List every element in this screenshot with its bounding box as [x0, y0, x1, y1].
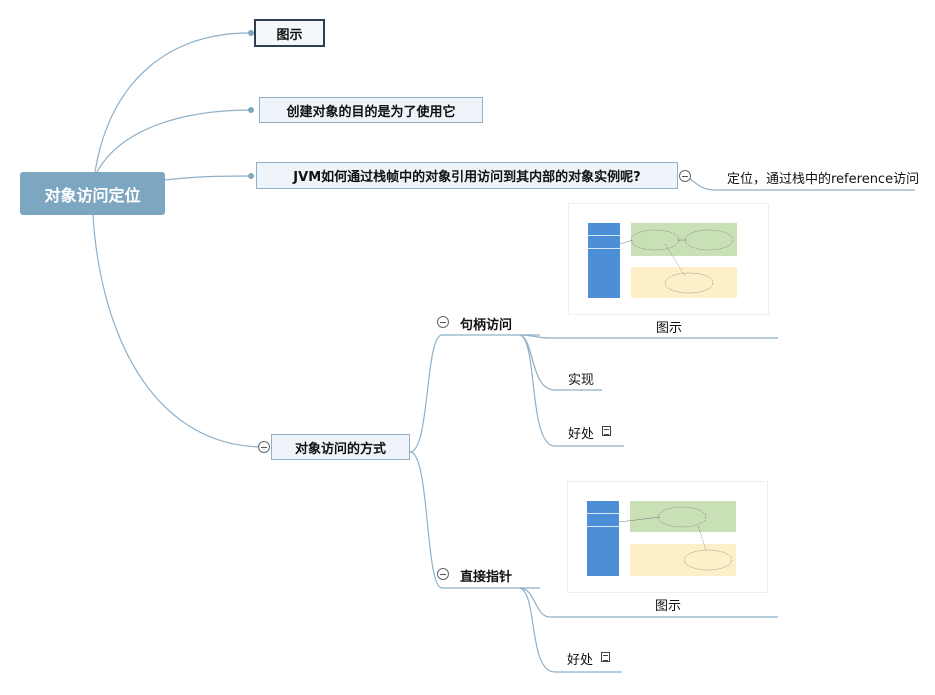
- direct-benefit-note-icon[interactable]: [601, 652, 610, 662]
- handle-figure-image: [568, 203, 769, 315]
- question-answer: 定位，通过栈中的reference访问: [727, 172, 920, 187]
- handle-access-node[interactable]: 句柄访问: [460, 318, 513, 333]
- question-label: JVM如何通过栈帧中的对象引用访问到其内部的对象实例呢?: [293, 170, 641, 185]
- question-node[interactable]: JVM如何通过栈帧中的对象引用访问到其内部的对象实例呢?: [256, 162, 678, 189]
- root-node[interactable]: 对象访问定位: [20, 172, 165, 215]
- question-collapse-icon[interactable]: [679, 170, 691, 182]
- handle-impl-node[interactable]: 实现: [568, 373, 595, 388]
- direct-pointer-node[interactable]: 直接指针: [460, 570, 513, 585]
- methods-label: 对象访问的方式: [294, 441, 386, 457]
- direct-figure-image: [567, 481, 768, 593]
- purpose-node[interactable]: 创建对象的目的是为了使用它: [259, 97, 483, 123]
- methods-collapse-icon[interactable]: [258, 441, 270, 453]
- methods-node[interactable]: 对象访问的方式: [271, 434, 410, 460]
- direct-benefit-node[interactable]: 好处: [567, 653, 594, 668]
- handle-collapse-icon[interactable]: [437, 316, 449, 328]
- direct-collapse-icon[interactable]: [437, 568, 449, 580]
- root-label: 对象访问定位: [44, 185, 141, 205]
- direct-figure-caption: 图示: [655, 599, 682, 614]
- handle-benefit-node[interactable]: 好处: [568, 427, 595, 442]
- handle-figure-caption: 图示: [656, 321, 683, 336]
- figure-top-node[interactable]: 图示: [254, 19, 325, 47]
- handle-benefit-note-icon[interactable]: [602, 426, 611, 436]
- purpose-label: 创建对象的目的是为了使用它: [286, 104, 456, 120]
- figure-top-label: 图示: [276, 27, 303, 43]
